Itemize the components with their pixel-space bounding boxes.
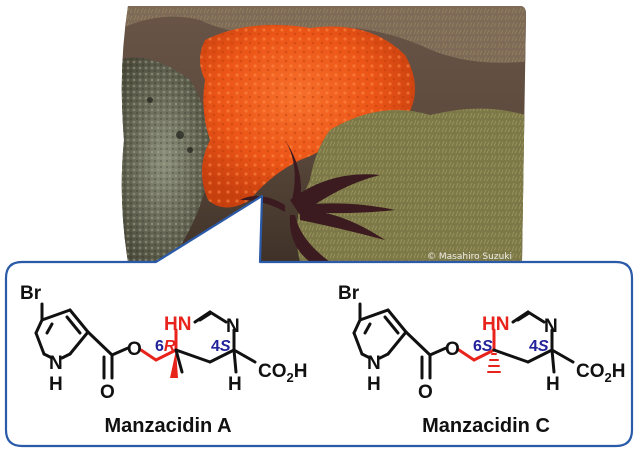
br-label: Br — [20, 283, 42, 304]
stereo-4-label: 4S — [211, 338, 231, 355]
ester-o-label: O — [127, 339, 142, 360]
n-label: N — [226, 316, 240, 337]
co2h-label: CO2H — [258, 361, 307, 385]
stereo-4-label: 4S — [529, 338, 549, 355]
hn-label: HN — [164, 314, 191, 335]
stereo-6-label: 6S — [473, 338, 493, 355]
pyrrole-h-label: H — [49, 374, 63, 395]
h-label: H — [228, 374, 242, 395]
photo-credit: © Masahiro Suzuki — [427, 252, 512, 262]
stereo-6-label: 6R — [155, 338, 176, 355]
h-label: H — [546, 374, 560, 395]
compound-name: Manzacidin C — [422, 415, 550, 437]
pyrrole-n-label: N — [367, 353, 381, 374]
hn-label: HN — [482, 314, 509, 335]
molecule-manzacidin-c: Br N H O O HN N H CO2H 6S 4S Manzacidin … — [338, 283, 625, 437]
carbonyl-o-label: O — [418, 382, 433, 403]
n-label: N — [544, 316, 558, 337]
callout-frame — [4, 194, 634, 448]
compound-name: Manzacidin A — [104, 415, 231, 437]
molecule-manzacidin-a: Br N H O O HN N H CO2H 6R 4S Manzacidin … — [20, 283, 307, 437]
pyrrole-h-label: H — [367, 374, 381, 395]
ester-o-label: O — [445, 339, 460, 360]
co2h-label: CO2H — [576, 361, 625, 385]
pyrrole-n-label: N — [49, 353, 63, 374]
carbonyl-o-label: O — [100, 382, 115, 403]
br-label: Br — [338, 283, 360, 304]
